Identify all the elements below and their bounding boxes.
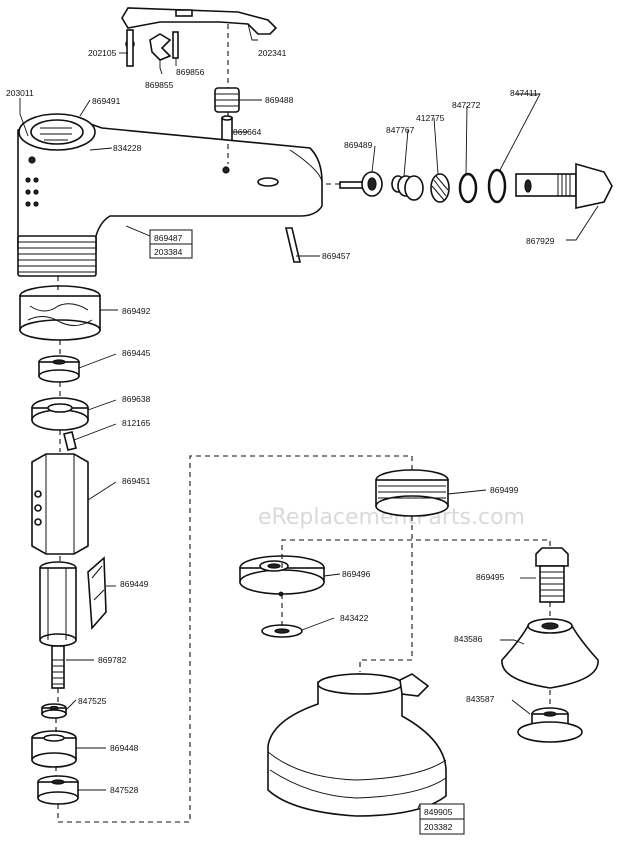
label-869491: 869491 — [92, 96, 121, 106]
label-847767: 847767 — [386, 125, 415, 135]
bearing-869445 — [38, 355, 80, 383]
label-847411: 847411 — [510, 88, 538, 98]
cylinder-869451 — [31, 453, 89, 555]
label-869496: 869496 — [342, 569, 371, 579]
inlet-valve — [339, 171, 383, 197]
label-869487: 869487 — [154, 233, 183, 243]
label-843586: 843586 — [454, 634, 483, 644]
label-869495: 869495 — [476, 572, 505, 582]
label-203011: 203011 — [6, 88, 34, 98]
label-869664: 869664 — [233, 127, 262, 137]
leader-lines — [19, 23, 599, 809]
label-869492: 869492 — [122, 306, 151, 316]
washer-847525 — [41, 703, 67, 719]
label-847272: 847272 — [452, 100, 481, 110]
guard-label-box: 849905 203382 — [419, 803, 465, 835]
housing — [17, 113, 323, 277]
label-869855: 869855 — [145, 80, 174, 90]
label-869499: 869499 — [490, 485, 519, 495]
label-867929: 867929 — [526, 236, 555, 246]
label-869451: 869451 — [122, 476, 151, 486]
label-843422: 843422 — [340, 613, 369, 623]
bearing-847528 — [37, 775, 79, 805]
label-843587: 843587 — [466, 694, 495, 704]
label-412775: 412775 — [416, 113, 445, 123]
blade-869449 — [87, 556, 107, 630]
label-847525: 847525 — [78, 696, 107, 706]
label-869445: 869445 — [122, 348, 151, 358]
throttle-lever — [121, 7, 278, 67]
label-834228: 834228 — [113, 143, 142, 153]
label-869856: 869856 — [176, 67, 205, 77]
inlet-bushing — [515, 162, 613, 209]
adapter-869495 — [535, 547, 569, 603]
rotor-869782 — [39, 561, 77, 689]
rotor-housing-869492 — [19, 285, 101, 341]
label-869488: 869488 — [265, 95, 294, 105]
label-869457: 869457 — [322, 251, 351, 261]
screen-412775 — [430, 173, 450, 203]
pin-869457 — [284, 227, 302, 263]
housing-label-box: 869487 203384 — [149, 229, 193, 259]
label-869782: 869782 — [98, 655, 127, 665]
o-ring-847272 — [458, 172, 478, 204]
label-849905: 849905 — [424, 807, 453, 817]
label-869448: 869448 — [110, 743, 139, 753]
valve-plug — [214, 87, 240, 113]
label-202105: 202105 — [88, 48, 117, 58]
label-869638: 869638 — [122, 394, 151, 404]
valve-stem — [221, 115, 233, 145]
label-847528: 847528 — [110, 785, 139, 795]
backing-pad-843586 — [501, 618, 599, 689]
pin-812165 — [63, 431, 77, 451]
washer-843422 — [261, 624, 303, 638]
flange-869496 — [239, 555, 325, 597]
o-ring-847411 — [487, 168, 507, 204]
label-202341: 202341 — [258, 48, 287, 58]
wheel-guard — [267, 673, 447, 817]
label-203384: 203384 — [154, 247, 183, 257]
end-plate-869638 — [31, 397, 89, 431]
spring-847767 — [391, 175, 424, 201]
ring-nut-869499 — [375, 469, 449, 517]
label-203382: 203382 — [424, 822, 453, 832]
nut-843587 — [517, 707, 583, 743]
label-812165: 812165 — [122, 418, 151, 428]
assembly-lines — [55, 24, 551, 823]
part-labels: 202105 869855 869856 202341 869488 20301… — [6, 48, 555, 795]
spacer-869448 — [31, 730, 77, 768]
label-869449: 869449 — [120, 579, 149, 589]
label-869489: 869489 — [344, 140, 373, 150]
